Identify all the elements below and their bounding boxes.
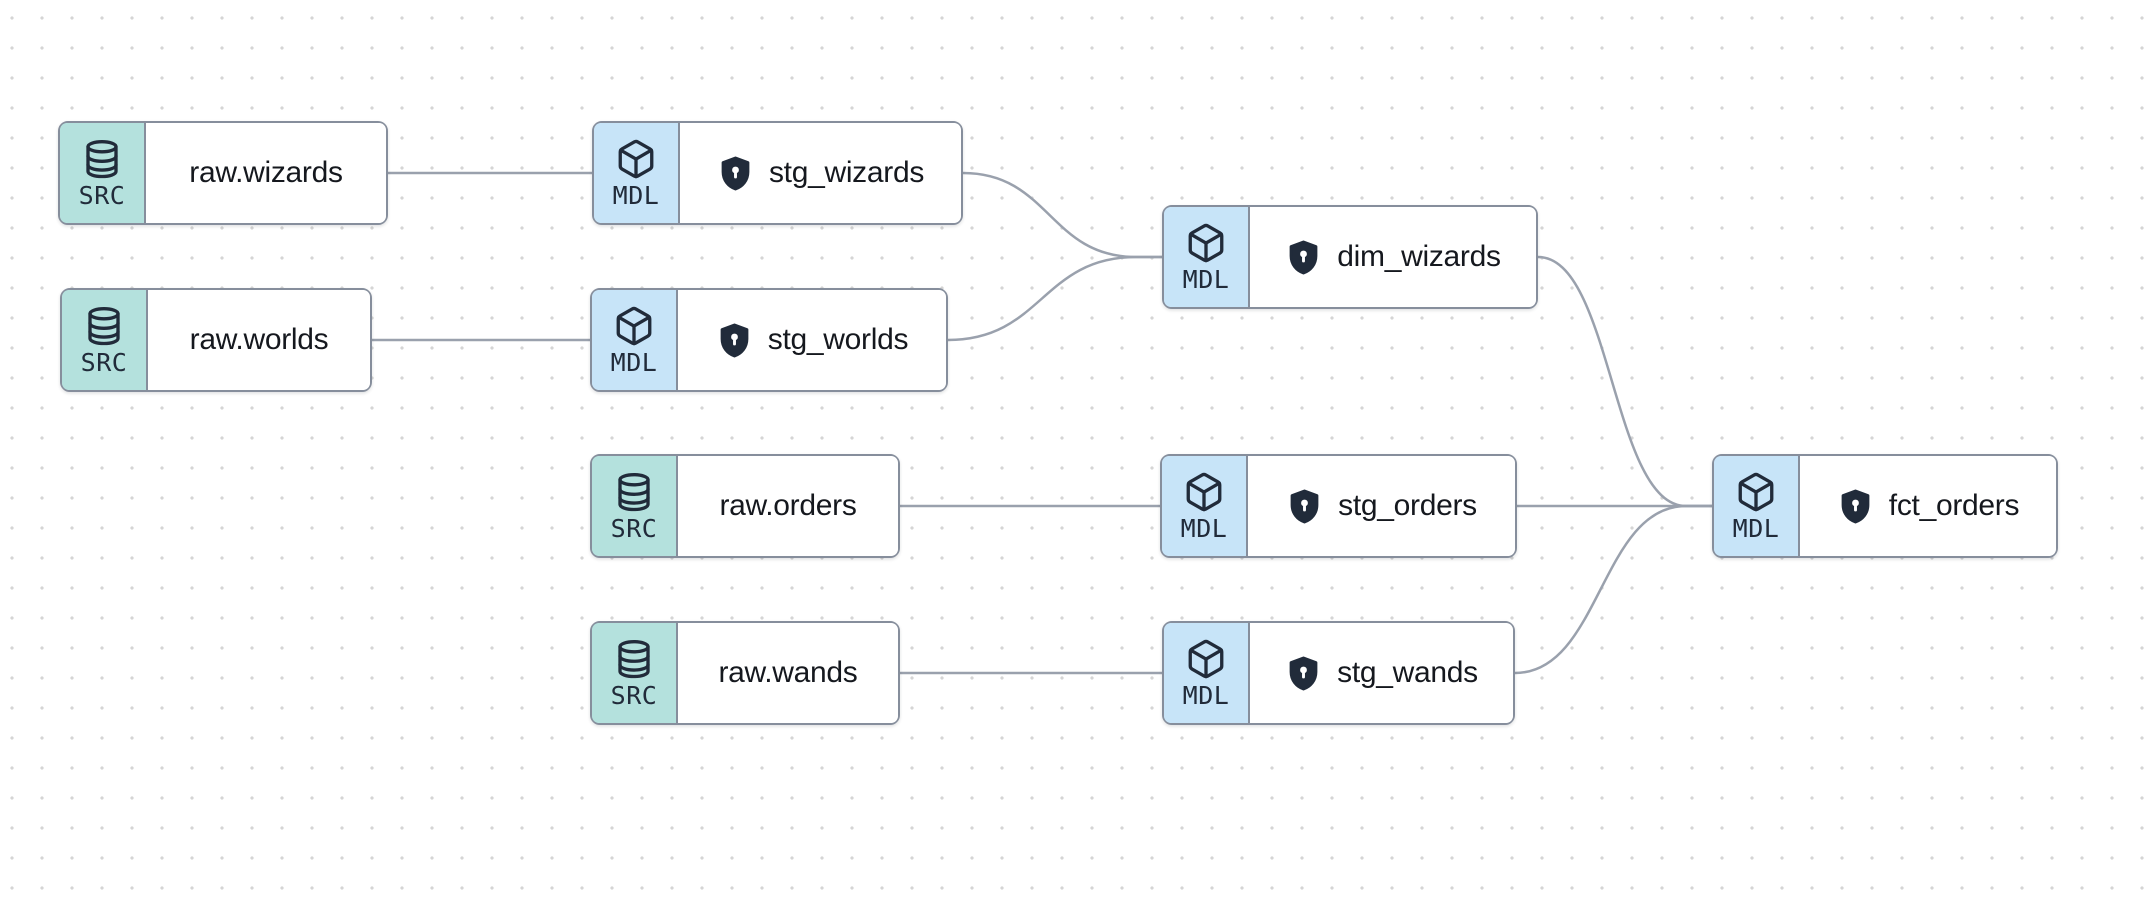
lineage-node-stg-wizards[interactable]: MDL stg_wizards bbox=[592, 121, 963, 225]
database-icon bbox=[613, 471, 655, 513]
lineage-node-dim-wizards[interactable]: MDL dim_wizards bbox=[1162, 205, 1538, 309]
edge-stg_wands-to-fct_orders bbox=[1513, 504, 1714, 675]
node-body: raw.wands bbox=[678, 623, 898, 723]
node-body: dim_wizards bbox=[1250, 207, 1536, 307]
node-type-label: SRC bbox=[78, 181, 126, 210]
node-type-badge: SRC bbox=[62, 290, 148, 390]
shield-lock-icon bbox=[1285, 239, 1322, 276]
database-icon bbox=[613, 638, 655, 680]
node-type-badge: SRC bbox=[592, 456, 678, 556]
node-type-label: MDL bbox=[1182, 265, 1230, 294]
node-body: raw.worlds bbox=[148, 290, 370, 390]
shield-lock-icon bbox=[716, 322, 753, 359]
cube-icon bbox=[613, 305, 655, 347]
node-label: stg_wands bbox=[1337, 656, 1478, 689]
node-label: raw.wizards bbox=[189, 156, 343, 189]
node-label: dim_wizards bbox=[1337, 240, 1501, 273]
node-label: stg_wizards bbox=[768, 156, 925, 189]
node-type-label: SRC bbox=[610, 514, 658, 543]
node-label: stg_worlds bbox=[767, 323, 909, 356]
shield-lock-icon bbox=[1285, 655, 1322, 692]
node-type-badge: SRC bbox=[592, 623, 678, 723]
lineage-node-raw-worlds[interactable]: SRC raw.worlds bbox=[60, 288, 372, 392]
node-body: stg_worlds bbox=[678, 290, 946, 390]
lineage-node-fct-orders[interactable]: MDL fct_orders bbox=[1712, 454, 2058, 558]
node-body: stg_wands bbox=[1250, 623, 1513, 723]
node-label: raw.orders bbox=[719, 489, 857, 522]
cube-icon bbox=[1183, 471, 1225, 513]
node-type-badge: MDL bbox=[592, 290, 678, 390]
shield-lock-icon bbox=[1286, 488, 1323, 525]
node-type-badge: MDL bbox=[1162, 456, 1248, 556]
node-type-badge: MDL bbox=[594, 123, 680, 223]
lineage-node-stg-worlds[interactable]: MDL stg_worlds bbox=[590, 288, 948, 392]
node-type-label: MDL bbox=[1180, 514, 1228, 543]
database-icon bbox=[81, 138, 123, 180]
cube-icon bbox=[615, 138, 657, 180]
lineage-node-raw-wands[interactable]: SRC raw.wands bbox=[590, 621, 900, 725]
node-type-badge: SRC bbox=[60, 123, 146, 223]
lineage-node-raw-wizards[interactable]: SRC raw.wizards bbox=[58, 121, 388, 225]
node-type-label: MDL bbox=[1732, 514, 1780, 543]
shield-lock-icon bbox=[1837, 488, 1874, 525]
node-body: stg_orders bbox=[1248, 456, 1515, 556]
node-body: raw.orders bbox=[678, 456, 898, 556]
lineage-node-raw-orders[interactable]: SRC raw.orders bbox=[590, 454, 900, 558]
edge-stg_worlds-to-dim_wizards bbox=[946, 255, 1164, 342]
node-type-label: MDL bbox=[612, 181, 660, 210]
node-body: stg_wizards bbox=[680, 123, 961, 223]
edge-stg_wizards-to-dim_wizards bbox=[961, 171, 1164, 259]
node-type-label: SRC bbox=[610, 681, 658, 710]
lineage-node-stg-wands[interactable]: MDL stg_wands bbox=[1162, 621, 1515, 725]
node-label: raw.wands bbox=[718, 656, 858, 689]
cube-icon bbox=[1735, 471, 1777, 513]
node-type-label: MDL bbox=[1182, 681, 1230, 710]
node-body: fct_orders bbox=[1800, 456, 2056, 556]
node-type-badge: MDL bbox=[1164, 623, 1250, 723]
cube-icon bbox=[1185, 638, 1227, 680]
node-type-badge: MDL bbox=[1164, 207, 1250, 307]
lineage-node-stg-orders[interactable]: MDL stg_orders bbox=[1160, 454, 1517, 558]
node-type-badge: MDL bbox=[1714, 456, 1800, 556]
cube-icon bbox=[1185, 222, 1227, 264]
database-icon bbox=[83, 305, 125, 347]
shield-lock-icon bbox=[717, 155, 754, 192]
node-type-label: SRC bbox=[80, 348, 128, 377]
node-label: raw.worlds bbox=[189, 323, 329, 356]
node-type-label: MDL bbox=[610, 348, 658, 377]
edge-dim_wizards-to-fct_orders bbox=[1536, 255, 1714, 508]
node-label: stg_orders bbox=[1338, 489, 1477, 522]
node-body: raw.wizards bbox=[146, 123, 386, 223]
node-label: fct_orders bbox=[1888, 489, 2020, 522]
